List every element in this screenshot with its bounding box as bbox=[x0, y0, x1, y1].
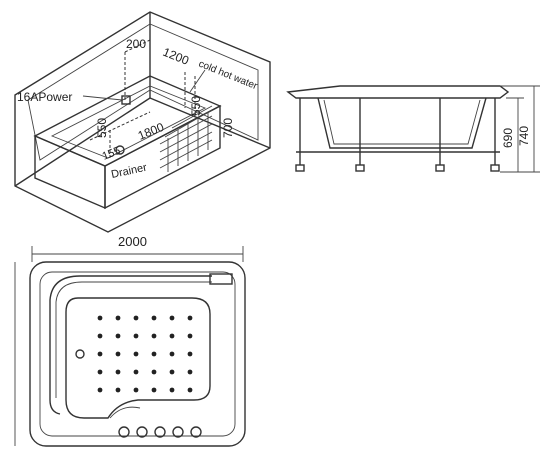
tub-shell bbox=[317, 97, 487, 149]
jet-grid bbox=[97, 315, 193, 393]
front-control-buttons bbox=[118, 426, 202, 438]
room-floor-edge-left bbox=[14, 97, 151, 187]
isometric-installation-view: 16APower cold hot water Drainer 200 1200… bbox=[14, 11, 271, 233]
jet bbox=[97, 369, 103, 375]
control-button bbox=[154, 426, 166, 438]
foot-4 bbox=[490, 164, 500, 172]
jet bbox=[115, 333, 121, 339]
dimension-1200: 1200 bbox=[161, 45, 191, 68]
jet bbox=[97, 333, 103, 339]
tub-basin bbox=[50, 85, 207, 159]
service-lines bbox=[89, 39, 196, 158]
room-floor-edge-right bbox=[149, 97, 271, 149]
jet bbox=[151, 369, 157, 375]
jet bbox=[187, 351, 193, 357]
dimension-700: 700 bbox=[221, 118, 235, 138]
tub-outline-top bbox=[29, 261, 246, 447]
water-leader bbox=[189, 69, 206, 93]
tub-rim-top bbox=[39, 271, 236, 437]
jet bbox=[169, 351, 175, 357]
power-label: 16APower bbox=[17, 90, 72, 104]
water-label: cold hot water bbox=[197, 59, 259, 93]
control-button bbox=[118, 426, 130, 438]
dimension-2000: 2000 bbox=[118, 234, 147, 249]
foot-1 bbox=[295, 164, 305, 172]
basin-outline bbox=[65, 297, 211, 419]
drainer-label: Drainer bbox=[110, 162, 148, 181]
headrest bbox=[109, 406, 141, 419]
side-elevation-view: 690 740 bbox=[286, 85, 540, 173]
jet bbox=[115, 369, 121, 375]
drain bbox=[75, 349, 85, 359]
jet bbox=[169, 387, 175, 393]
jet bbox=[187, 315, 193, 321]
jet bbox=[133, 369, 139, 375]
brick-support bbox=[159, 105, 213, 172]
jet bbox=[97, 315, 103, 321]
jet bbox=[115, 351, 121, 357]
jet bbox=[169, 369, 175, 375]
tub-side-face bbox=[104, 104, 221, 210]
tub-shell-inner bbox=[323, 99, 481, 145]
drain-outlet bbox=[115, 145, 125, 155]
top-view: 2000 bbox=[14, 234, 246, 447]
jet bbox=[97, 351, 103, 357]
jet bbox=[115, 387, 121, 393]
dimension-550-left: 550 bbox=[95, 118, 109, 138]
jet bbox=[115, 315, 121, 321]
jet bbox=[169, 333, 175, 339]
dimension-740: 740 bbox=[517, 126, 531, 146]
foot-3 bbox=[435, 164, 445, 172]
jet bbox=[187, 333, 193, 339]
foot-2 bbox=[355, 164, 365, 172]
control-button bbox=[136, 426, 148, 438]
jet bbox=[151, 387, 157, 393]
dimension-155: 155 bbox=[101, 145, 123, 163]
dimension-200: 200 bbox=[126, 37, 146, 51]
jet bbox=[133, 351, 139, 357]
overflow-panel bbox=[209, 273, 233, 285]
dimension-690: 690 bbox=[501, 128, 515, 148]
tub-front-face bbox=[34, 134, 106, 210]
jet bbox=[151, 333, 157, 339]
handrail bbox=[49, 275, 212, 415]
jet bbox=[97, 387, 103, 393]
jet bbox=[187, 387, 193, 393]
back-wall-panel bbox=[27, 23, 259, 161]
jet bbox=[151, 351, 157, 357]
dimension-1800: 1800 bbox=[136, 120, 166, 143]
jet bbox=[133, 315, 139, 321]
jet bbox=[151, 315, 157, 321]
jet bbox=[187, 369, 193, 375]
jet bbox=[169, 315, 175, 321]
control-button bbox=[172, 426, 184, 438]
jet bbox=[133, 387, 139, 393]
tub-rim bbox=[286, 85, 510, 99]
control-button bbox=[190, 426, 202, 438]
dimension-550-right: 550 bbox=[189, 96, 203, 116]
jet bbox=[133, 333, 139, 339]
power-leader bbox=[82, 95, 123, 101]
